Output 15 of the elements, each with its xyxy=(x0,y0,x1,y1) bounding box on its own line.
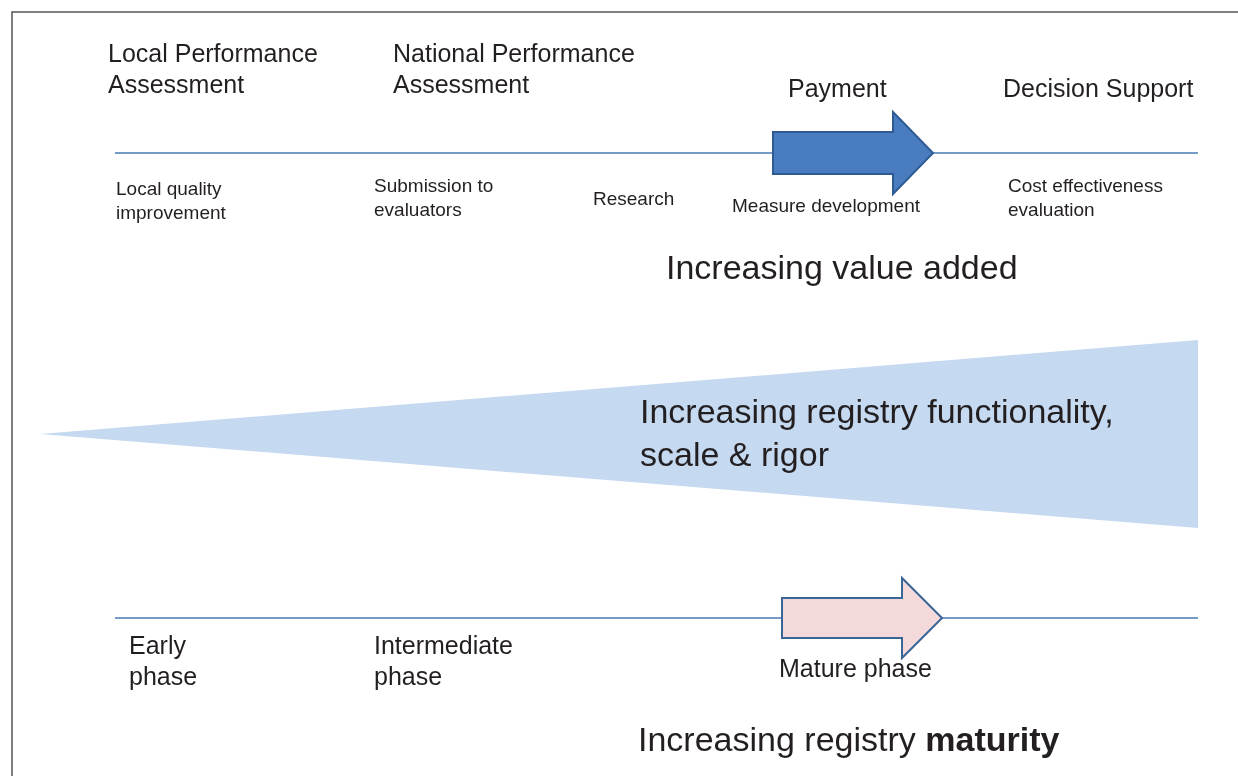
category-heading: Payment xyxy=(788,73,888,104)
axis-title: Increasing value added xyxy=(666,247,1019,288)
use-label: Measure development xyxy=(732,194,921,218)
axis-title: Increasing registry maturity xyxy=(638,719,1061,760)
use-label: Research xyxy=(593,187,676,211)
use-label: Submission to evaluators xyxy=(374,174,495,222)
phase-label: Intermediate phase xyxy=(374,630,514,693)
use-label: Local quality improvement xyxy=(116,177,227,225)
phase-label: Early phase xyxy=(129,630,199,693)
phase-label: Mature phase xyxy=(779,653,933,684)
category-heading: National Performance Assessment xyxy=(393,38,636,101)
category-heading: Decision Support xyxy=(1003,73,1195,104)
category-heading: Local Performance Assessment xyxy=(108,38,319,101)
use-label: Cost effectiveness evaluation xyxy=(1008,174,1164,222)
wedge-label: Increasing registry functionality, scale & rigor xyxy=(640,391,1115,475)
